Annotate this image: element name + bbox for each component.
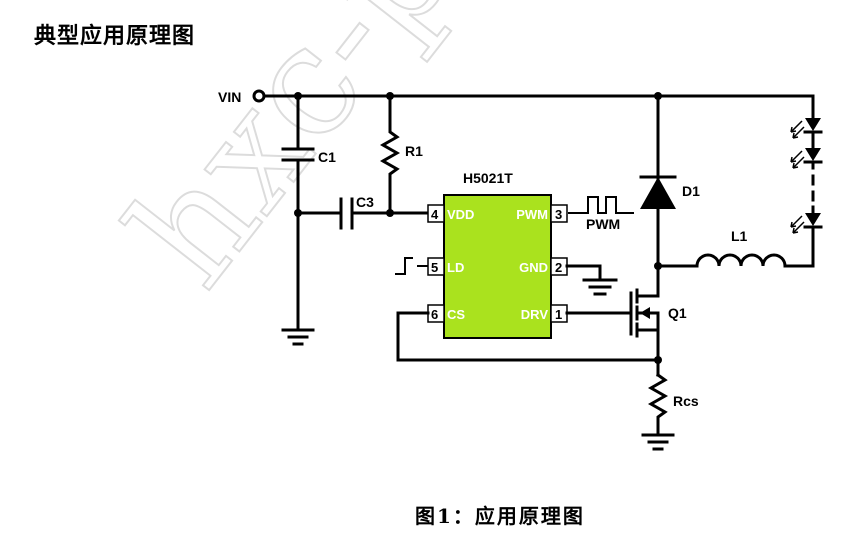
inductor-l1 [656, 226, 815, 268]
junction [654, 356, 662, 364]
svg-text:6: 6 [431, 307, 438, 322]
svg-text:LD: LD [447, 260, 464, 275]
svg-text:DRV: DRV [521, 307, 549, 322]
junction [386, 92, 394, 100]
resistor-r1 [379, 94, 401, 215]
led-string [790, 118, 823, 234]
figure-caption: 图1：应用原理图 [415, 504, 585, 528]
svg-text:VDD: VDD [447, 207, 474, 222]
svg-text:PWM: PWM [516, 207, 548, 222]
pin-6: 6 CS [427, 304, 465, 323]
q1-label: Q1 [668, 305, 687, 321]
pin-1: 1 DRV [521, 304, 568, 323]
pwm-waveform-icon [568, 196, 634, 214]
r1-label: R1 [405, 143, 423, 159]
step-signal-icon [395, 257, 428, 275]
diode-d1 [639, 94, 677, 268]
page-title: 典型应用原理图 [34, 23, 196, 49]
vin-label: VIN [218, 89, 241, 105]
svg-text:5: 5 [431, 260, 438, 275]
svg-text:4: 4 [431, 207, 439, 222]
ground-icon [565, 264, 618, 296]
d1-label: D1 [682, 183, 700, 199]
cs-wire [396, 311, 660, 362]
top-rail [263, 94, 815, 120]
capacitor-c1 [281, 94, 315, 346]
pin-5: 5 LD [427, 257, 464, 276]
svg-text:1: 1 [555, 307, 562, 322]
l1-label: L1 [731, 228, 748, 244]
svg-text:3: 3 [555, 207, 562, 222]
capacitor-c3 [296, 197, 430, 230]
pwm-signal-label: PWM [586, 216, 620, 232]
junction [654, 92, 662, 100]
resistor-rcs [641, 372, 675, 451]
pin-3: 3 PWM [516, 204, 568, 223]
c3-label: C3 [356, 194, 374, 210]
chip-name: H5021T [463, 170, 513, 186]
svg-text:GND: GND [519, 260, 548, 275]
mosfet-q1 [629, 264, 660, 377]
c1-label: C1 [318, 149, 336, 165]
pin-2: 2 GND [519, 257, 568, 276]
junction [386, 209, 394, 217]
chip-body [443, 194, 552, 339]
svg-text:CS: CS [447, 307, 465, 322]
junction [294, 92, 302, 100]
vin-terminal [252, 89, 266, 103]
rcs-label: Rcs [673, 393, 699, 409]
pin-4: 4 VDD [427, 204, 474, 223]
svg-text:2: 2 [555, 260, 562, 275]
